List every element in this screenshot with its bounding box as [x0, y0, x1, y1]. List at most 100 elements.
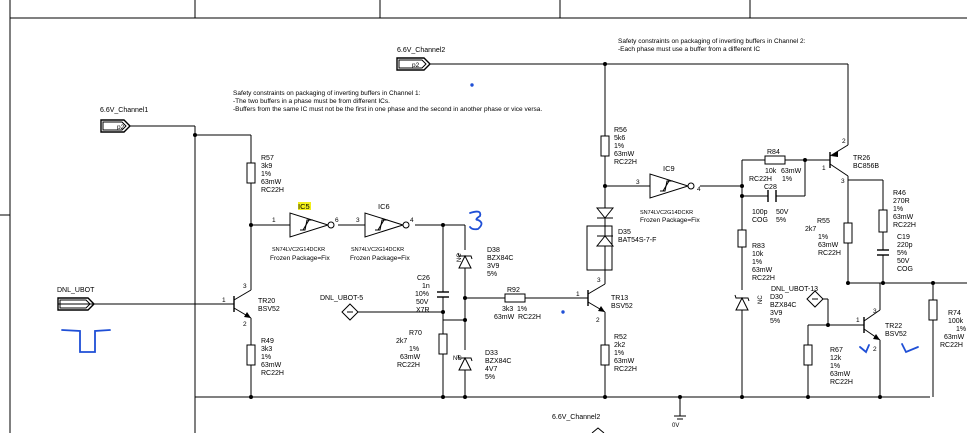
r83-tol: 1% [752, 259, 762, 266]
buffer-ic5[interactable]: IC5 1 6 SN74LVC2G14DCKR Frozen Package=F… [270, 202, 339, 262]
diode-d30[interactable]: NC D30 BZX84C 3V9 5% [734, 294, 796, 325]
tr13-pin1: 1 [576, 291, 580, 298]
ic9-pin-out: 4 [697, 186, 701, 193]
r49-value: 3k3 [261, 346, 272, 353]
resistor-r83[interactable]: R83 10k 1% 63mW RC22H [737, 229, 775, 282]
d38-nc: NC [457, 253, 463, 262]
transistor-tr20[interactable]: 1 3 2 TR20 BSV52 [222, 280, 280, 328]
r92-tol: 1% [517, 306, 527, 313]
r74-value: 100k [948, 318, 964, 325]
r84-tol: 1% [782, 176, 792, 183]
r56-tol: 1% [614, 143, 624, 150]
r49-power: 63mW [261, 362, 282, 369]
ic6-pin-out: 4 [410, 217, 414, 224]
ic5-pin-in: 1 [272, 217, 276, 224]
transistor-tr22[interactable]: 1 3 2 TR22 BSV52 [856, 308, 907, 353]
resistor-r84[interactable]: R84 10k 63mW 1% RC22H [749, 149, 802, 183]
ic5-ref: IC5 [298, 202, 310, 211]
port-bottom-net: 6.6V_Channel2 [552, 414, 600, 421]
note-ch1-line2: -The two buffers in a phase must be from… [233, 98, 390, 105]
resistor-r52[interactable]: R52 2k2 1% 63mW RC22H [600, 334, 637, 373]
c19-tol: 5% [897, 250, 907, 257]
transistor-tr13[interactable]: 1 3 2 TR13 BSV52 [576, 270, 633, 324]
port-6v6-channel2[interactable]: 6.6V_Channel2 p2 [396, 47, 445, 71]
d30-part: BZX84C [770, 302, 796, 309]
resistor-r49[interactable]: R49 3k3 1% 63mW RC22H [246, 338, 284, 377]
r46-tol: 1% [893, 206, 903, 213]
d38-ref: D38 [487, 247, 500, 254]
c19-volt: 50V [897, 258, 910, 265]
c26-diel: X7R [416, 307, 430, 314]
r74-ref: R74 [948, 310, 961, 317]
r74-pkg: RC22H [940, 342, 963, 349]
resistor-r56[interactable]: R56 5k6 1% 63mW RC22H [600, 127, 637, 166]
port-dnl-ubot[interactable]: DNL_UBOT [57, 287, 95, 311]
tr22-pin3: 3 [873, 308, 877, 315]
r55-pkg: RC22H [818, 250, 841, 257]
tr20-pin2: 2 [243, 321, 247, 328]
r74-power: 63mW [944, 334, 965, 341]
r52-ref: R52 [614, 334, 627, 341]
resistor-r92[interactable]: R92 3k3 1% 63mW RC22H [494, 287, 541, 321]
r70-power: 63mW [400, 354, 421, 361]
capacitor-c26[interactable]: C26 1n 10% 50V X7R [415, 275, 449, 314]
r67-value: 12k [830, 355, 842, 362]
ink-check-mark [901, 343, 919, 354]
resistor-r55[interactable]: R55 2k7 1% 63mW RC22H [805, 218, 853, 257]
resistor-r67[interactable]: R67 12k 1% 63mW RC22H [803, 344, 853, 386]
buffer-ic9[interactable]: IC9 3 4 SN74LVC2G14DCKR Frozen Package=F… [636, 164, 701, 224]
diode-d33[interactable]: NC D33 BZX84C 4V7 5% [453, 350, 511, 381]
d30-nc: NC [758, 295, 764, 304]
ic9-ref: IC9 [663, 164, 675, 173]
r52-tol: 1% [614, 350, 624, 357]
r56-ref: R56 [614, 127, 627, 134]
d33-volt: 4V7 [485, 366, 498, 373]
ic5-pin-out: 6 [335, 217, 339, 224]
ic6-ref: IC6 [378, 202, 390, 211]
resistor-r70[interactable]: R70 2k7 1% 63mW RC22H [396, 330, 448, 369]
ink-annotations [61, 83, 919, 354]
r46-ref: R46 [893, 190, 906, 197]
tr26-pin2: 2 [842, 138, 846, 145]
port-ch2-sheet: p2 [412, 62, 420, 69]
resistor-r46[interactable]: R46 270R 1% 63mW RC22H [878, 190, 916, 233]
r92-ref: R92 [507, 287, 520, 294]
ic5-highlight [298, 202, 311, 210]
diode-d38[interactable]: NC D38 BZX84C 3V9 5% [457, 247, 513, 278]
c28-tol: 5% [776, 217, 786, 224]
transistor-tr26[interactable]: 1 2 3 TR26 BC856B [822, 138, 879, 185]
d33-part: BZX84C [485, 358, 511, 365]
c28-ref: C28 [764, 184, 777, 191]
r70-tol: 1% [409, 346, 419, 353]
capacitor-c19[interactable]: C19 220p 5% 50V COG [877, 234, 913, 273]
diode-d35[interactable]: D35 BAT54S-7-F [586, 200, 656, 271]
note-ch2-line1: Safety constraints on packaging of inver… [618, 38, 806, 45]
r49-ref: R49 [261, 338, 274, 345]
r56-pkg: RC22H [614, 159, 637, 166]
port-ch2-net: 6.6V_Channel2 [397, 47, 445, 54]
probe-dnl-ubot-13[interactable]: DNL_UBOT-13 [771, 286, 828, 308]
c26-ref: C26 [417, 275, 430, 282]
buffer-ic6[interactable]: IC6 3 4 SN74LVC2G14DCKR Frozen Package=F… [350, 202, 414, 262]
capacitor-c28[interactable]: C28 100p 50V COG 5% [752, 184, 789, 224]
r70-ref: R70 [409, 330, 422, 337]
r70-pkg: RC22H [397, 362, 420, 369]
tr13-part: BSV52 [611, 303, 633, 310]
r46-value: 270R [893, 198, 910, 205]
c28-volt: 50V [776, 209, 789, 216]
ic9-pkg: Frozen Package=Fix [640, 217, 701, 224]
ic5-pkg: Frozen Package=Fix [270, 255, 331, 262]
c19-diel: COG [897, 266, 913, 273]
probe-dnl-ubot-5[interactable]: DNL_UBOT-5 [320, 295, 363, 321]
tr26-pin3: 3 [841, 178, 845, 185]
ic9-part: SN74LVC2G14DCKR [640, 210, 693, 216]
r46-pkg: RC22H [893, 222, 916, 229]
resistor-r74[interactable]: R74 100k 1% 63mW RC22H [928, 299, 966, 349]
d35-part: BAT54S-7-F [618, 237, 656, 244]
port-6v6-channel1[interactable]: 6.6V_Channel1 p2 [100, 107, 148, 133]
d33-tol: 5% [485, 374, 495, 381]
tr13-pin2: 2 [596, 317, 600, 324]
tr13-pin3: 3 [597, 277, 601, 284]
resistor-r57[interactable]: R57 3k9 1% 63mW RC22H [246, 155, 284, 194]
r55-power: 63mW [818, 242, 839, 249]
